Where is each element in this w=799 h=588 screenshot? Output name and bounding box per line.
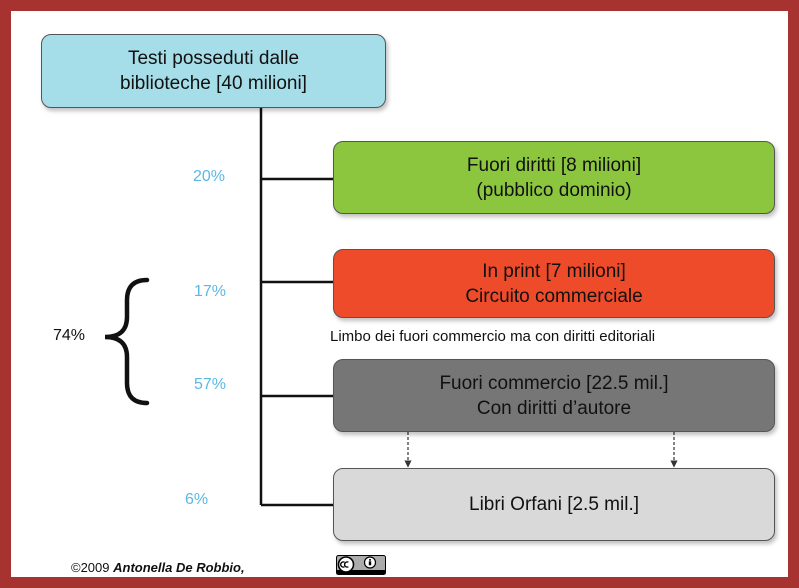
curly-brace [104,277,150,406]
node-public-domain: Fuori diritti [8 milioni] (pubblico domi… [333,141,775,214]
percent-in-print: 17% [194,283,227,300]
node-out-of-commerce: Fuori commercio [22.5 mil.] Con diritti … [333,359,775,432]
percent-orphan: 6% [185,491,209,508]
cc-by-license-icon [336,555,386,575]
credit-author: Antonella De Robbio, [113,560,245,575]
node-public-domain-line2: (pubblico dominio) [476,179,632,201]
root-line2: biblioteche [40 milioni] [120,73,307,94]
node-out-of-commerce-line1: Fuori commercio [22.5 mil.] [439,372,669,394]
root-line1: Testi posseduti dalle [127,48,300,69]
node-orphan: Libri Orfani [2.5 mil.] [333,468,775,541]
node-in-print-line2: Circuito commerciale [465,285,643,307]
limbo-note: Limbo dei fuori commercio ma con diritti… [330,328,656,345]
node-orphan-line1: Libri Orfani [2.5 mil.] [469,494,639,515]
node-in-print-line1: In print [7 milioni] [482,260,626,282]
percent-public-domain: 20% [193,168,226,185]
node-in-print: In print [7 milioni] Circuito commercial… [333,249,775,318]
tree-connectors [104,107,678,507]
copyright-credit: ©2009 Antonella De Robbio, [71,560,245,575]
root-node: Testi posseduti dalle biblioteche [40 mi… [41,34,386,108]
node-out-of-commerce-line2: Con diritti d’autore [476,397,632,419]
credit-year: ©2009 [71,560,110,575]
percent-out-of-commerce: 57% [194,376,227,393]
group-total-percent: 74% [53,327,86,344]
node-public-domain-line1: Fuori diritti [8 milioni] [466,154,642,176]
